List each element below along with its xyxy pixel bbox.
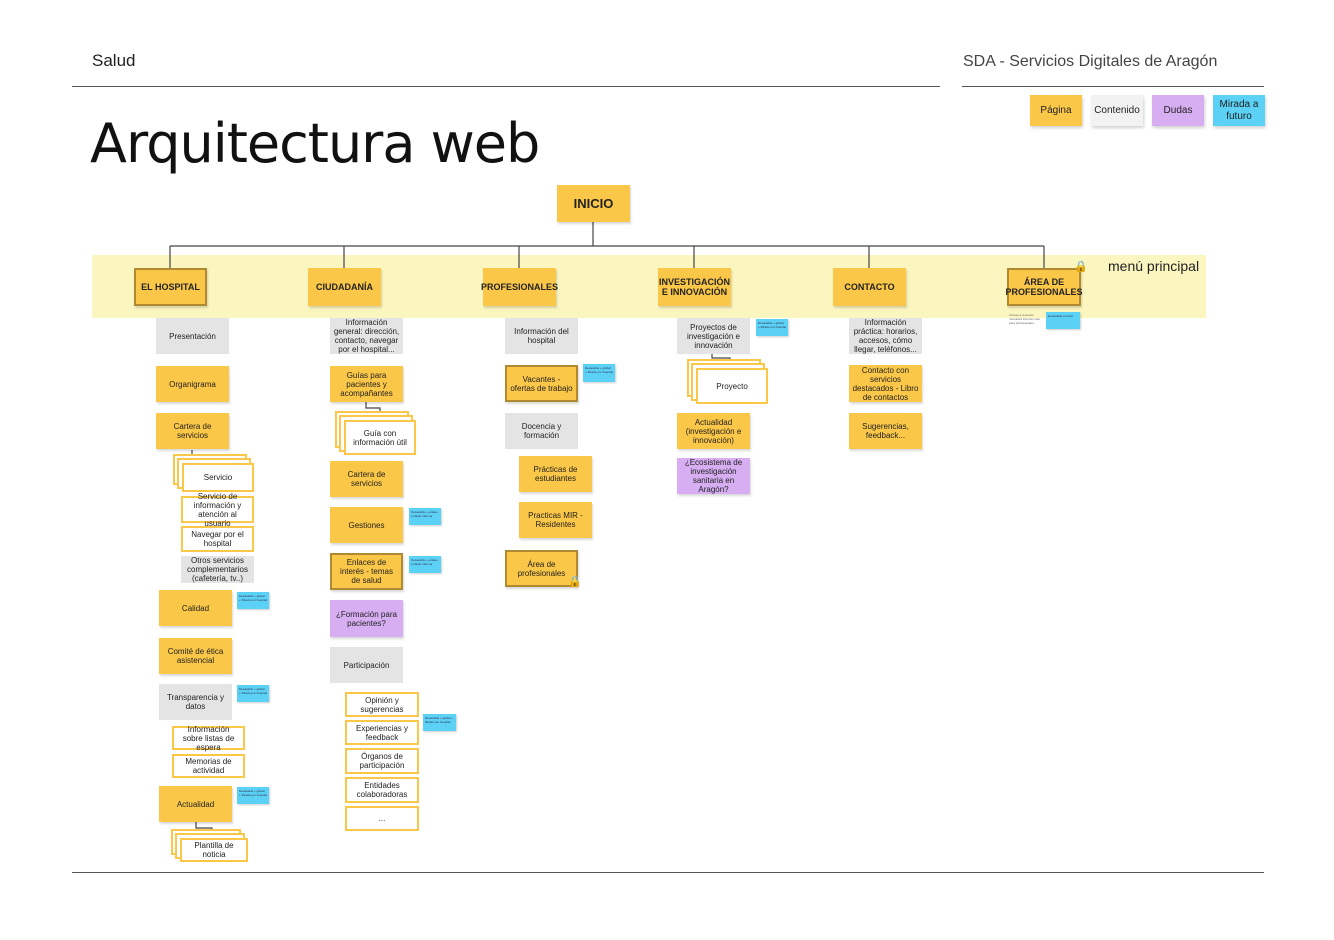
node-info-general: Información general: dirección, contacto… (330, 318, 403, 354)
node-info-hospital: Información del hospital (505, 318, 578, 354)
node-proyecto: Proyecto (696, 368, 768, 404)
node-info-usuario: Servicio de información y atención al us… (181, 492, 254, 528)
node-comite-etica: Comité de ética asistencial (159, 638, 232, 674)
node-gestiones: Gestiones (330, 507, 403, 543)
node-proyectos: Proyectos de investigación e innovación (677, 318, 750, 354)
legend-future: Mirada a futuro (1213, 95, 1265, 126)
node-mas: ... (345, 806, 419, 831)
page-title: Arquitectura web (90, 112, 540, 175)
legend-doubts: Dudas (1152, 95, 1204, 126)
node-ecosistema: ¿Ecosistema de investigación sanitaria e… (677, 458, 750, 494)
node-listas-espera: Información sobre listas de espera (172, 725, 245, 752)
node-otros-servicios: Otros servicios complementarios (cafeter… (181, 556, 254, 583)
future-note: Desacable + enlace a Salud Informa (409, 508, 441, 525)
node-organigrama: Organigrama (156, 366, 229, 402)
menu-contacto: CONTACTO (833, 268, 906, 306)
header-rule-left (72, 86, 940, 87)
future-note: Desacable a futuro (1046, 312, 1080, 329)
node-experiencias: Experiencias y feedback (345, 720, 419, 745)
node-contacto-servicios: Contacto con servicios destacados - Libr… (849, 365, 922, 402)
node-guia-util: Guía con información útil (344, 420, 416, 455)
node-cartera-servicios: Cartera de servicios (156, 413, 229, 449)
node-plantilla-noticia: Plantilla de noticia (180, 838, 248, 862)
node-opinion: Opinión y sugerencias (345, 692, 419, 717)
node-guias-pacientes: Guías para pacientes y acompañantes (330, 366, 403, 402)
node-navegar-hospital: Navegar por el hospital (181, 526, 254, 552)
future-note: Desacable + global + filtrado por hospit… (237, 685, 269, 702)
future-note: Desacable + global + filtrado por hospit… (237, 592, 269, 609)
header-rule-right (962, 86, 1264, 87)
node-memorias: Memorias de actividad (172, 754, 245, 778)
menu-el-hospital: EL HOSPITAL (134, 268, 207, 306)
node-formacion-pacientes: ¿Formación para pacientes? (330, 600, 403, 637)
legend-content: Contenido (1091, 95, 1143, 126)
node-entidades: Entidades colaboradoras (345, 777, 419, 803)
future-note: Desacable + global + filtrado por hospit… (756, 319, 788, 336)
node-enlaces-interes: Enlaces de interés - temas de salud (330, 553, 403, 590)
node-servicio: Servicio (182, 463, 254, 492)
node-area-profesionales: Área de profesionales (505, 550, 578, 587)
menu-investigacion: INVESTIGACIÓN E INNOVACIÓN (658, 268, 731, 306)
future-note: Desacable + global + filtrado por hospit… (237, 787, 269, 804)
lock-icon: 🔒 (568, 576, 582, 588)
menu-ciudadania: CIUDADANÍA (308, 268, 381, 306)
node-participacion: Participación (330, 647, 403, 683)
node-inicio: INICIO (557, 185, 630, 222)
node-practicas-mir: Practicas MIR - Residentes (519, 502, 592, 538)
legend-page: Página (1030, 95, 1082, 126)
node-actualidad-investigacion: Actualidad (investigación e innovación) (677, 413, 750, 449)
node-actualidad: Actualidad (159, 786, 232, 822)
node-vacantes: Vacantes - ofertas de trabajo (505, 365, 578, 402)
lock-icon: 🔒 (1074, 261, 1088, 273)
node-info-practica: Información práctica: horarios, accesos,… (849, 318, 922, 354)
node-docencia: Docencia y formación (505, 413, 578, 449)
menu-area-profesionales: ÁREA DE PROFESIONALES (1006, 268, 1083, 306)
node-cartera-servicios-ciud: Cartera de servicios (330, 461, 403, 497)
menu-profesionales: PROFESIONALES (481, 268, 558, 306)
node-transparencia: Transparencia y datos (159, 684, 232, 720)
node-calidad: Calidad (159, 590, 232, 626)
header-section-label: Salud (92, 51, 136, 70)
area-note: Acceso a recursos mercados internos solo… (1009, 313, 1041, 325)
node-organos: Órganos de participación (345, 748, 419, 774)
footer-rule (72, 872, 1264, 873)
future-note: Desacable + global + filtrado por hospit… (423, 714, 456, 731)
node-practicas-estudiantes: Prácticas de estudiantes (519, 456, 592, 492)
future-note: Desacable + enlace a Salud Informa (409, 556, 441, 573)
node-presentacion: Presentación (156, 318, 229, 354)
main-menu-label: menú principal (1108, 258, 1200, 274)
future-note: Desacable + global + filtrado por hospit… (583, 364, 615, 382)
node-sugerencias: Sugerencias, feedback... (849, 413, 922, 449)
header-organization: SDA - Servicios Digitales de Aragón (963, 53, 1218, 70)
